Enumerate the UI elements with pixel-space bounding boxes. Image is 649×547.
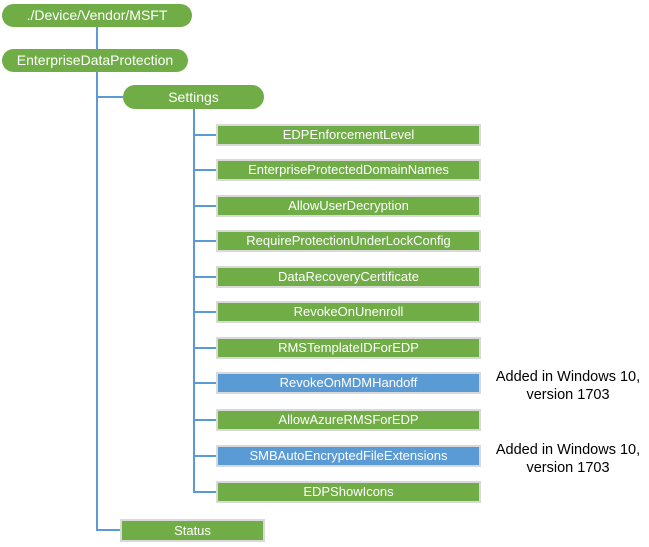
connector-branch-child-7	[193, 382, 216, 384]
annotation-revokeonmdmhandoff: Added in Windows 10, version 1703	[487, 369, 649, 404]
connector-branch-child-2	[193, 205, 216, 207]
annotation-line2: version 1703	[526, 386, 610, 403]
node-enterprisedataprotection: EnterpriseDataProtection	[2, 49, 188, 72]
connector-branch-child-6	[193, 347, 216, 349]
node-datarecoverycertificate: DataRecoveryCertificate	[216, 266, 481, 288]
node-allowazurermsforedp: AllowAzureRMSForEDP	[216, 409, 481, 431]
annotation-line1: Added in Windows 10,	[495, 369, 641, 385]
connector-branch-child-8	[193, 419, 216, 421]
node-settings: Settings	[123, 85, 264, 109]
annotation-line2: version 1703	[526, 459, 610, 476]
connector-root-to-provider	[96, 27, 98, 49]
annotation-smbautoencryptedfileextensions: Added in Windows 10, version 1703	[487, 442, 649, 477]
connector-branch-child-4	[193, 276, 216, 278]
node-allowuserdecryption: AllowUserDecryption	[216, 195, 481, 217]
node-rmstemplateidforedp: RMSTemplateIDForEDP	[216, 337, 481, 359]
node-requireprotectionunderlockconfig: RequireProtectionUnderLockConfig	[216, 230, 481, 252]
node-edpshowicons: EDPShowIcons	[216, 481, 481, 503]
connector-branch-child-5	[193, 311, 216, 313]
node-revokeonunenroll: RevokeOnUnenroll	[216, 301, 481, 323]
node-status: Status	[120, 519, 265, 542]
node-smbautoencryptedfileextensions: SMBAutoEncryptedFileExtensions	[216, 445, 481, 467]
connector-settings-trunk	[193, 109, 195, 493]
connector-branch-child-3	[193, 240, 216, 242]
connector-branch-child-0	[193, 134, 216, 136]
node-enterpriseprotecteddomainnames: EnterpriseProtectedDomainNames	[216, 159, 481, 181]
annotation-line1: Added in Windows 10,	[495, 442, 641, 458]
connector-provider-trunk	[96, 72, 98, 531]
node-edpenforcementlevel: EDPEnforcementLevel	[216, 124, 481, 146]
connector-branch-status	[96, 529, 121, 531]
node-device-vendor-msft: ./Device/Vendor/MSFT	[2, 4, 192, 27]
connector-branch-child-9	[193, 455, 216, 457]
connector-branch-child-1	[193, 169, 216, 171]
node-revokeonmdmhandoff: RevokeOnMDMHandoff	[216, 372, 481, 394]
connector-branch-settings	[96, 96, 123, 98]
connector-branch-child-10	[193, 491, 216, 493]
